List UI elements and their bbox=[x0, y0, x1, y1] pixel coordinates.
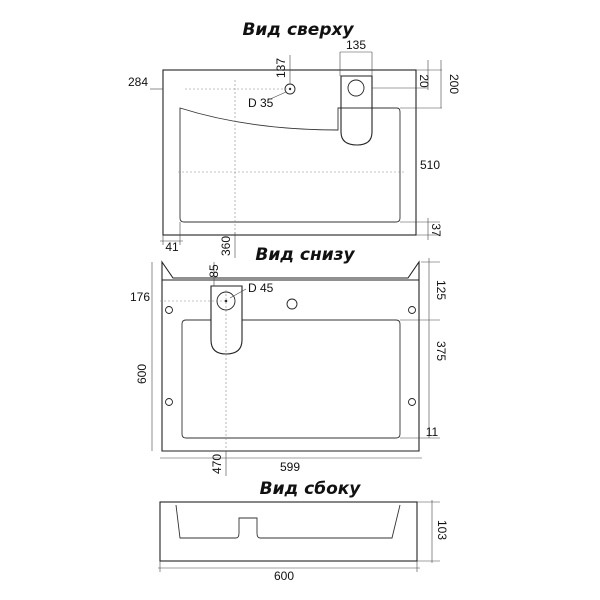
dim-37: 37 bbox=[429, 223, 443, 237]
dim-11: 11 bbox=[426, 425, 439, 439]
dim-600-side: 600 bbox=[274, 569, 294, 583]
side-basin-profile bbox=[175, 504, 401, 539]
top-view-title: Вид сверху bbox=[242, 20, 354, 40]
mounting-hole-br bbox=[408, 398, 416, 406]
top-view: Вид сверху 135 137 284 20 200 D 35 510 bbox=[128, 20, 461, 258]
bottom-view: Вид снизу 85 176 D 45 125 375 11 bbox=[130, 245, 448, 476]
mounting-hole-bl bbox=[165, 398, 173, 406]
dim-d35: D 35 bbox=[248, 96, 274, 110]
side-view-outline bbox=[159, 501, 418, 562]
top-view-outline bbox=[162, 69, 417, 236]
top-basin-outline bbox=[179, 107, 401, 223]
dim-135: 135 bbox=[346, 38, 366, 52]
dim-375: 375 bbox=[434, 341, 448, 361]
bottom-drain-hole bbox=[286, 298, 298, 310]
dim-d35-leader bbox=[267, 91, 287, 101]
dim-d45: D 45 bbox=[248, 281, 274, 295]
side-view: Вид сбоку 103 600 bbox=[158, 479, 449, 583]
bottom-view-outline bbox=[161, 260, 420, 452]
dim-20: 20 bbox=[417, 74, 431, 88]
dim-d45-leader bbox=[229, 288, 247, 299]
dim-510: 510 bbox=[420, 158, 440, 172]
bottom-basin-outline bbox=[181, 319, 401, 439]
mounting-hole-tl bbox=[165, 306, 173, 314]
top-faucet-boss bbox=[340, 75, 373, 146]
side-view-title: Вид сбоку bbox=[260, 479, 362, 499]
bottom-view-title: Вид снизу bbox=[255, 245, 355, 265]
dim-41: 41 bbox=[165, 240, 179, 254]
dim-103: 103 bbox=[435, 520, 449, 540]
top-faucet-hole bbox=[347, 79, 365, 97]
dim-284: 284 bbox=[128, 75, 148, 89]
mounting-hole-tr bbox=[408, 306, 416, 314]
dim-200: 200 bbox=[447, 74, 461, 94]
dim-470: 470 bbox=[210, 454, 224, 474]
dim-599: 599 bbox=[280, 460, 300, 474]
dim-137: 137 bbox=[274, 58, 288, 78]
dim-125: 125 bbox=[434, 280, 448, 300]
dim-176: 176 bbox=[130, 290, 150, 304]
dim-600-vertical: 600 bbox=[135, 364, 149, 384]
dim-85: 85 bbox=[207, 264, 221, 278]
dim-360: 360 bbox=[219, 236, 233, 256]
